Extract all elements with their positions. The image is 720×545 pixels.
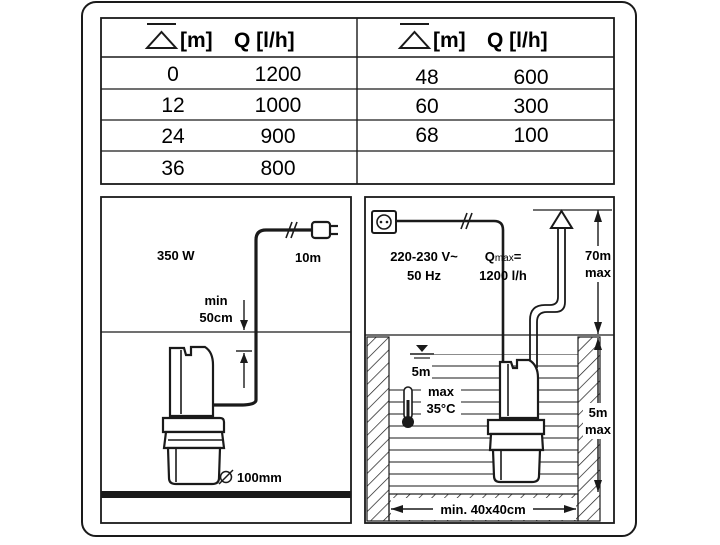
table-cell-flow: 1200	[255, 63, 302, 86]
plug-icon	[310, 220, 338, 240]
max-lift-label: 70m	[585, 248, 611, 263]
table-cell-head: 68	[415, 124, 438, 147]
pump-icon	[161, 345, 226, 486]
max-flow-eq: =	[514, 249, 522, 264]
min-depth-label: min	[204, 293, 227, 308]
right-panel-border	[364, 196, 615, 524]
min-depth-arrow-icon	[236, 300, 252, 388]
ground-bar	[101, 491, 351, 498]
head-symbol-icon	[144, 23, 179, 49]
water-depth-label: 5m	[412, 364, 431, 379]
power-label: 350 W	[157, 248, 195, 263]
pump-icon	[486, 358, 546, 484]
max-flow-q: Q	[485, 249, 495, 264]
lift-label-backdrop	[583, 246, 613, 282]
installation-depth-diagram: 350 W 10m min 50cm	[100, 196, 352, 524]
discharge-hose-inner	[529, 226, 559, 368]
temperature-label: max	[428, 384, 455, 399]
max-flow-sub: max	[495, 253, 514, 264]
outflow-arrow-icon	[549, 209, 574, 229]
header-flow-unit: Q [l/h]	[487, 29, 548, 52]
submersion-label-backdrop	[583, 403, 613, 439]
diameter-icon	[218, 469, 234, 485]
header-head-unit: [m]	[180, 29, 213, 52]
table-cell-flow: 600	[513, 66, 548, 89]
head-symbol-icon	[397, 23, 432, 49]
cable-break-icon	[460, 212, 473, 230]
well-size-label: min. 40x40cm	[440, 502, 525, 517]
table-cell-head: 36	[161, 157, 184, 180]
table-cell-head: 60	[415, 95, 438, 118]
max-flow-value: 1200 l/h	[479, 268, 527, 283]
table-cell-flow: 900	[260, 125, 295, 148]
max-submersion-unit: max	[585, 422, 612, 437]
table-cell-head: 12	[161, 94, 184, 117]
power-cable	[254, 228, 312, 400]
discharge-hose	[536, 226, 566, 368]
table-cell-flow: 300	[513, 95, 548, 118]
table-cell-flow: 100	[513, 124, 548, 147]
max-submersion-label: 5m	[589, 405, 608, 420]
table-cell-flow: 800	[260, 157, 295, 180]
temp-label-backdrop	[421, 383, 461, 419]
max-lift-unit: max	[585, 265, 612, 280]
header-head-unit: [m]	[433, 29, 466, 52]
thermometer-icon	[402, 386, 414, 428]
table-cell-head: 0	[167, 63, 179, 86]
pump-cable-lead	[213, 399, 258, 407]
diameter-label: 100mm	[237, 470, 282, 485]
well-installation-diagram: 5m max 35°C 220-230 V~ 50 Hz Qmax= 1200 …	[364, 196, 615, 524]
table-cell-flow: 1000	[255, 94, 302, 117]
table-cell-head: 24	[161, 125, 185, 148]
left-panel-border	[100, 196, 352, 524]
max-flow-label: Qmax=	[485, 249, 522, 264]
well-size-backdrop	[433, 500, 533, 517]
cable-break-icon	[285, 221, 298, 239]
supply-cable	[396, 219, 505, 376]
performance-table: [m] Q [l/h] [m] Q [l/h] 0 1200 12 1000 2…	[100, 17, 615, 185]
cable-length-label: 10m	[295, 250, 321, 265]
header-flow-unit: Q [l/h]	[234, 29, 295, 52]
temperature-value: 35°C	[426, 401, 456, 416]
socket-icon	[371, 210, 397, 234]
table-cell-head: 48	[415, 66, 438, 89]
min-depth-value: 50cm	[199, 310, 232, 325]
well-wall-left	[366, 336, 390, 522]
frequency-label: 50 Hz	[407, 268, 441, 283]
water-level-icon	[410, 345, 434, 359]
voltage-label: 220-230 V~	[390, 249, 458, 264]
